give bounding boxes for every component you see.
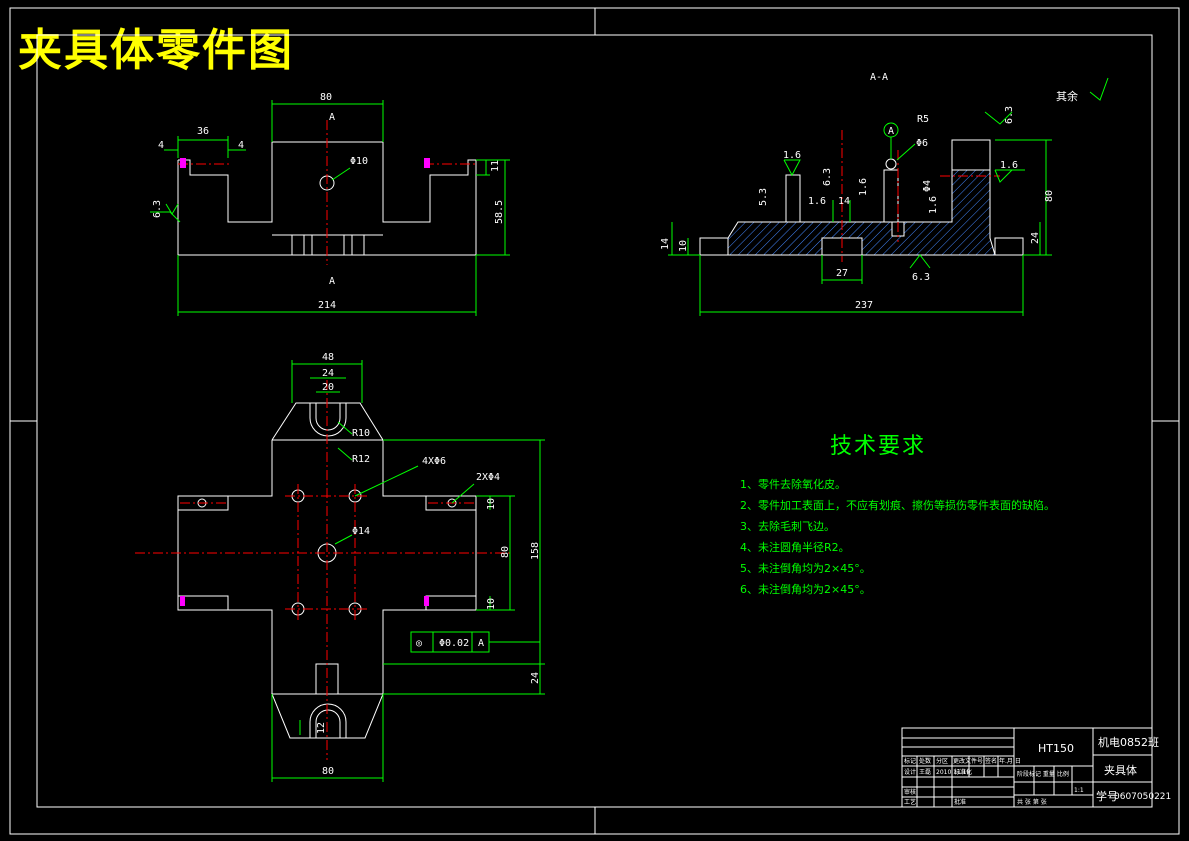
dim-hole: Φ10	[350, 156, 368, 167]
dim-top-width: 80	[320, 92, 332, 103]
dim-gap-left: 4	[158, 140, 164, 151]
dim-v10b: 10	[486, 598, 497, 610]
dim-step: 11	[490, 160, 501, 172]
tb-r1-5: 年.月.日	[999, 757, 1021, 765]
top-view-dims	[271, 360, 545, 782]
dim-hole6: Φ6	[916, 138, 928, 149]
dim-total-width: 214	[318, 300, 336, 311]
dim-hole4: Φ4	[922, 180, 933, 192]
tech-item: 1、零件去除氧化皮。	[740, 478, 846, 491]
section-mark-bottom: A	[329, 276, 335, 287]
dim-bottom: 80	[322, 766, 334, 777]
tb-r2-0: 设计	[904, 768, 916, 776]
dim-r2: 6.3	[822, 168, 833, 186]
dim-gap-right: 4	[238, 140, 244, 151]
dim-r12: R12	[352, 454, 370, 465]
tb-r2-3: 标准化	[954, 768, 972, 776]
dim-v24: 24	[530, 672, 541, 684]
dim-h10: 10	[678, 240, 689, 252]
dim-r5: 1.6	[858, 178, 869, 196]
dim-r7: 6.3	[1004, 106, 1015, 124]
dim-v158: 158	[530, 542, 541, 560]
tech-item: 3、去除毛刺飞边。	[740, 520, 835, 533]
dim-r6: 1.6	[1000, 160, 1018, 171]
student-label: 学号	[1096, 789, 1118, 803]
section-mark-top: A	[329, 112, 335, 123]
tech-requirements-heading: 技术要求	[830, 434, 927, 459]
tech-item: 6、未注倒角均为2×45°。	[740, 583, 871, 596]
dim-holes2: 2XΦ4	[476, 472, 500, 483]
dim-center: Φ14	[352, 526, 370, 537]
front-view: 80 36 4 4 Φ10 214 6.3 58.5 11 A A	[150, 92, 510, 316]
front-view-hole-markers	[180, 158, 430, 168]
dim-r1: 1.6	[783, 150, 801, 161]
scale: 1:1	[1074, 787, 1084, 794]
section-dims	[668, 77, 1109, 316]
dim-roughness-bottom: 6.3	[912, 272, 930, 283]
dim-height: 58.5	[494, 200, 505, 224]
tolerance-value: Φ0.02	[439, 638, 469, 649]
dim-24w: 24	[322, 368, 334, 379]
tech-item: 5、未注倒角均为2×45°。	[740, 562, 871, 575]
dim-slot: 36	[197, 126, 209, 137]
tb-r4-1: 批准	[954, 798, 966, 806]
dim-v12: 12	[316, 722, 327, 734]
tech-item: 4、未注圆角半径R2。	[740, 541, 850, 554]
tb-r1-3: 更改文件号	[953, 757, 983, 765]
tech-requirements-list: 1、零件去除氧化皮。 2、零件加工表面上，不应有划痕、擦伤等损伤零件表面的缺陷。…	[740, 474, 1055, 600]
tolerance-symbol: ◎	[416, 638, 422, 649]
sheet-border	[9, 7, 1180, 835]
tb-r1-4: 签名	[985, 757, 997, 765]
material: HT150	[1038, 742, 1074, 755]
title-block: HT150 机电0852班 夹具体 学号 0607050221 阶段标记 重量 …	[901, 727, 1171, 808]
tb-r3-0: 审核	[904, 788, 916, 796]
tb-r4-0: 工艺	[904, 798, 916, 806]
tech-item: 2、零件加工表面上，不应有划痕、擦伤等损伤零件表面的缺陷。	[740, 499, 1055, 512]
datum-a: A	[888, 126, 894, 137]
tb-r2-1: 王磊	[919, 769, 931, 776]
dim-v80: 80	[500, 546, 511, 558]
top-view-centerlines	[135, 380, 510, 760]
dim-27: 27	[836, 268, 848, 279]
drawing-title: 夹具体零件图	[18, 25, 294, 76]
dim-48: 48	[322, 352, 334, 363]
dim-80: 80	[1044, 190, 1055, 202]
dim-h14: 14	[660, 238, 671, 250]
dim-r10: R10	[352, 428, 370, 439]
dim-v10a: 10	[486, 498, 497, 510]
part-name: 夹具体	[1104, 763, 1137, 777]
tb-r1-2: 分区	[936, 757, 948, 765]
tb-r1-0: 标记	[904, 757, 916, 765]
dim-r3: 5.3	[758, 188, 769, 206]
section-label: A-A	[870, 72, 888, 83]
dim-20: 20	[322, 382, 334, 393]
front-view-centerlines	[178, 120, 476, 265]
dim-r4: 1.6	[808, 196, 826, 207]
dim-14: 14	[838, 196, 850, 207]
section-centerlines	[841, 130, 1000, 262]
dim-24: 24	[1030, 232, 1041, 244]
student-id: 0607050221	[1114, 792, 1171, 802]
roughness-note: 其余	[1056, 89, 1078, 103]
section-body	[699, 139, 1024, 256]
sheet-count: 共 张 第 张	[1017, 798, 1047, 806]
front-view-dims	[150, 100, 510, 316]
scale-row: 阶段标记 重量 比例	[1017, 770, 1069, 778]
tb-r2-2: 2010.11.18	[936, 769, 971, 776]
dim-r9: 1.6	[928, 196, 939, 214]
section-view: A-A 其余 237 27 6.3 1.6 1.6 1.6 14 R5 Φ6 A…	[660, 72, 1109, 316]
dim-holes4: 4XΦ6	[422, 456, 446, 467]
dim-roughness: 6.3	[152, 200, 163, 218]
tb-r1-1: 处数	[919, 757, 931, 765]
class-name: 机电0852班	[1098, 735, 1159, 749]
top-view-hole-markers	[180, 596, 429, 606]
top-view: 48 24 20 R10 R12 4XΦ6 2XΦ4 Φ14 80 10 80 …	[135, 352, 545, 782]
dim-radius: R5	[917, 114, 929, 125]
tolerance-datum: A	[478, 638, 484, 649]
dim-237: 237	[855, 300, 873, 311]
